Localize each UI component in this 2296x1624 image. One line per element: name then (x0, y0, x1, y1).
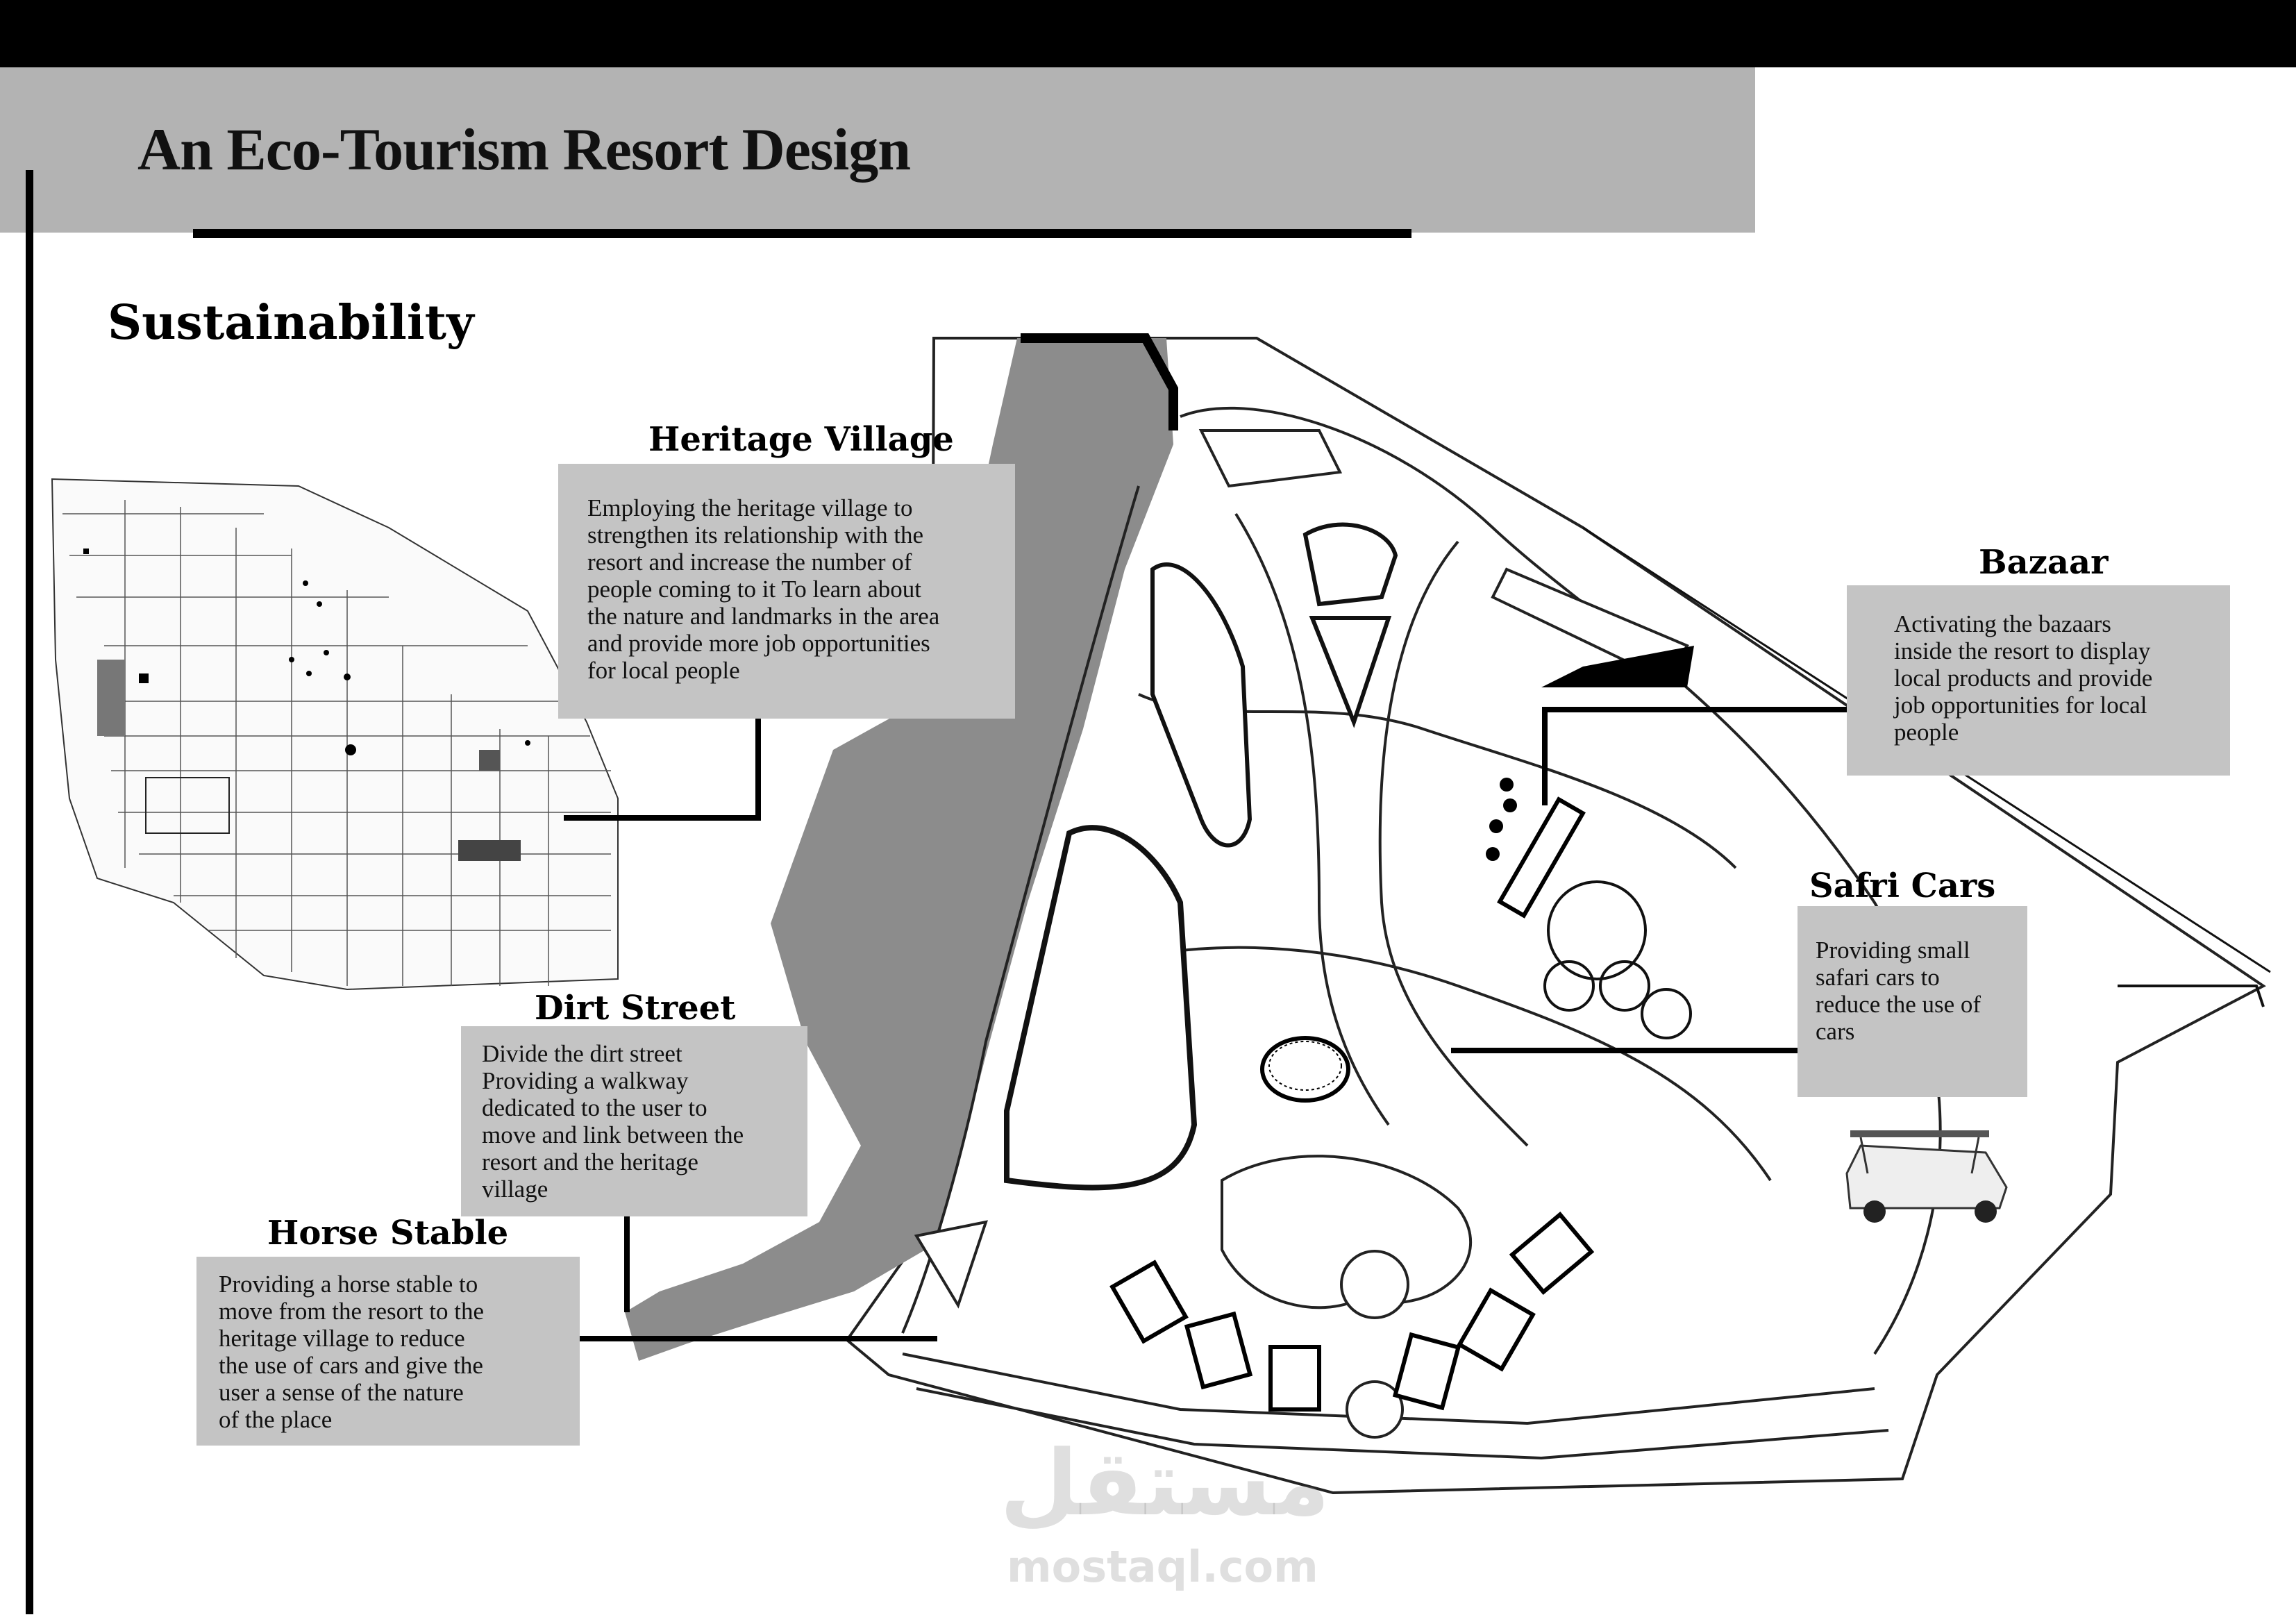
safri-cars-callout: Providing small safari cars to reduce th… (1798, 906, 2027, 1097)
safari-cart-image (1845, 1130, 2008, 1223)
title-underline (193, 229, 1411, 238)
page-title: An Eco-Tourism Resort Design (137, 116, 911, 183)
section-title: Sustainability (108, 295, 474, 351)
heritage-village-callout: Employing the heritage village to streng… (558, 464, 1015, 719)
bazaar-text: Activating the bazaars inside the resort… (1894, 610, 2153, 746)
dirt-street-text: Divide the dirt street Providing a walkw… (482, 1040, 744, 1203)
top-black-bar (0, 0, 2296, 67)
water-channel (625, 338, 1173, 1361)
left-vertical-rule (26, 170, 33, 1614)
site-context-plan (51, 478, 619, 991)
safri-cars-heading: Safri Cars (1809, 867, 1996, 905)
horse-stable-text: Providing a horse stable to move from th… (219, 1271, 484, 1433)
horse-stable-heading: Horse Stable (267, 1214, 509, 1253)
bazaar-heading: Bazaar (1979, 543, 2109, 582)
watermark-arabic: مستقل (1000, 1430, 1330, 1536)
callout-connectors (564, 707, 1847, 1341)
watermark-latin: mostaql.com (1007, 1541, 1318, 1592)
heritage-village-heading: Heritage Village (648, 420, 954, 459)
safri-cars-text: Providing small safari cars to reduce th… (1816, 937, 1981, 1045)
heritage-village-text: Employing the heritage village to streng… (587, 494, 940, 684)
bazaar-callout: Activating the bazaars inside the resort… (1847, 585, 2230, 776)
header-band (0, 67, 1755, 233)
dirt-street-callout: Divide the dirt street Providing a walkw… (461, 1026, 807, 1216)
dirt-street-heading: Dirt Street (535, 989, 736, 1028)
horse-stable-callout: Providing a horse stable to move from th… (196, 1257, 580, 1446)
